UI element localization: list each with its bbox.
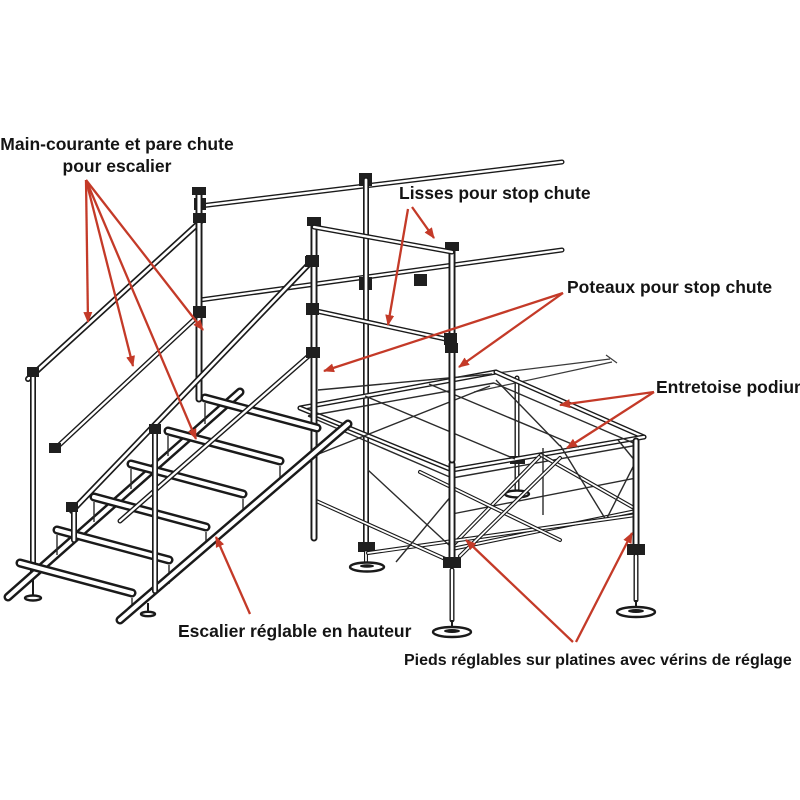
stop-chute-guardrail: [306, 217, 459, 542]
arrows-main-courante: [83, 179, 204, 440]
label-poteaux: Poteaux pour stop chute: [567, 277, 772, 297]
arrows-lisses: [385, 206, 435, 326]
label-main-courante-line2: pour escalier: [63, 156, 172, 176]
arrows-pieds: [465, 532, 634, 643]
label-main-courante-line1: Main-courante et pare chute: [0, 134, 234, 154]
label-escalier: Escalier réglable en hauteur: [178, 621, 412, 641]
arrow-escalier: [214, 536, 252, 615]
label-pieds: Pieds réglables sur platines avec vérins…: [404, 652, 792, 669]
hanging-post-and-left-leg: [348, 177, 386, 573]
labels: Main-courante et pare chute pour escalie…: [0, 134, 800, 669]
label-entretoise: Entretoise podium: [656, 377, 800, 397]
annotation-arrows: [83, 179, 655, 643]
arrows-entretoise: [559, 390, 655, 449]
adjustable-stairs: [3, 187, 353, 625]
arrows-poteaux: [323, 291, 564, 373]
podium-truss: [312, 379, 638, 564]
label-lisses: Lisses pour stop chute: [399, 183, 591, 203]
